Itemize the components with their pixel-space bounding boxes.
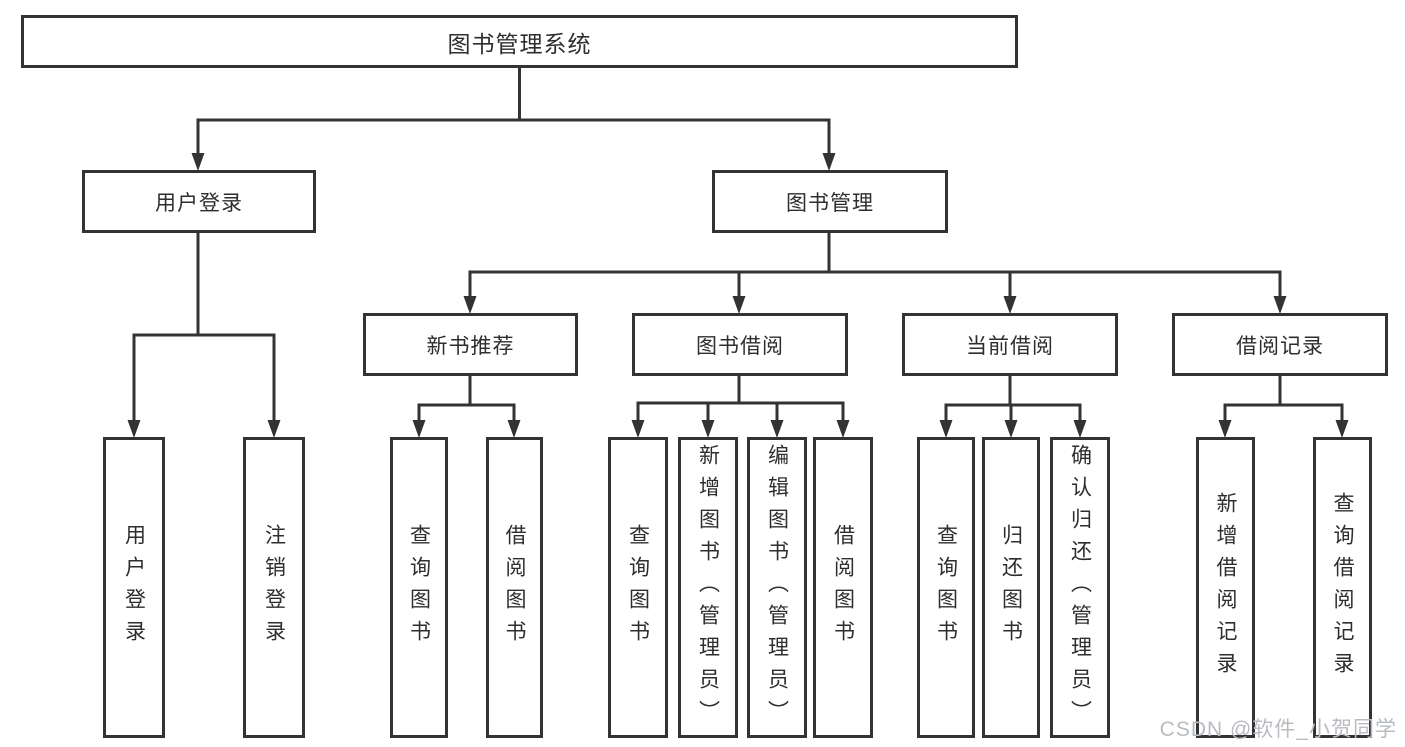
- leaf-edit-books-admin: 编辑图书（管理员）: [747, 437, 807, 738]
- node-book-management-branch: 图书管理: [712, 170, 948, 233]
- leaf-query-borrow-record: 查询借阅记录: [1313, 437, 1372, 738]
- leaf-add-borrow-record: 新增借阅记录: [1196, 437, 1255, 738]
- leaf-confirm-return-admin: 确认归还（管理员）: [1050, 437, 1110, 738]
- node-borrowing-records: 借阅记录: [1172, 313, 1388, 376]
- leaf-logout: 注销登录: [243, 437, 305, 738]
- leaf-return-books: 归还图书: [982, 437, 1040, 738]
- leaf-query-books-current: 查询图书: [917, 437, 975, 738]
- leaf-query-books-borrowing: 查询图书: [608, 437, 668, 738]
- leaf-user-login: 用户登录: [103, 437, 165, 738]
- leaf-query-books-recommend: 查询图书: [390, 437, 448, 738]
- node-book-borrowing: 图书借阅: [632, 313, 848, 376]
- arrow-down-icon: [127, 153, 1349, 438]
- leaf-borrow-books-recommend: 借阅图书: [486, 437, 543, 738]
- leaf-borrow-books-borrowing: 借阅图书: [813, 437, 873, 738]
- leaf-add-books-admin: 新增图书（管理员）: [678, 437, 738, 738]
- node-user-login-branch: 用户登录: [82, 170, 316, 233]
- node-current-borrowing: 当前借阅: [902, 313, 1118, 376]
- node-new-book-recommendation: 新书推荐: [363, 313, 578, 376]
- node-book-management-system: 图书管理系统: [21, 15, 1018, 68]
